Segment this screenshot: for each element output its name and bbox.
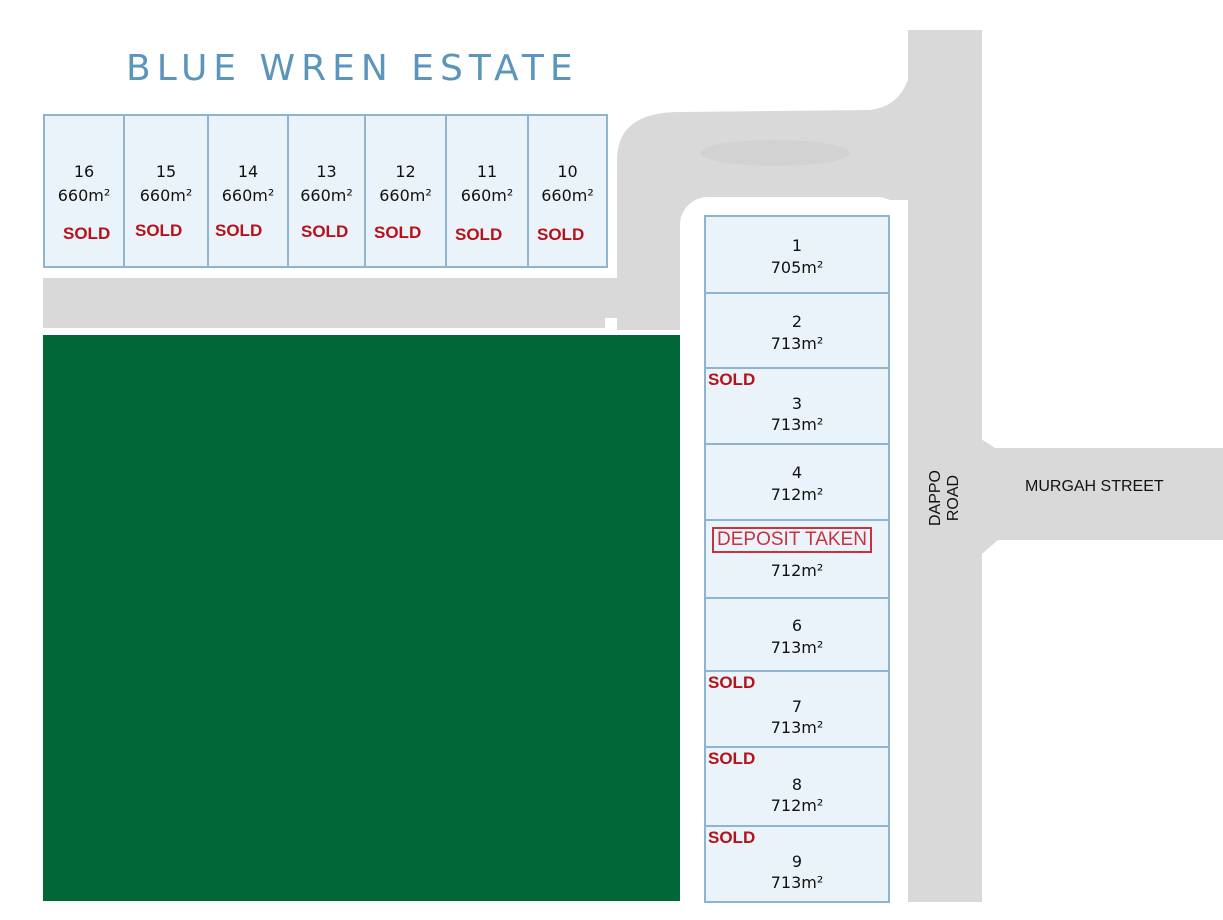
lot-number: 10 [557, 162, 578, 181]
lot-area: 713m² [770, 415, 824, 434]
lot-3[interactable]: 3 713m² SOLD [704, 367, 890, 445]
lot-15[interactable]: 15 660m² SOLD [123, 114, 209, 268]
sold-label: SOLD [537, 225, 585, 244]
lot-area: 713m² [770, 718, 824, 737]
lot-area: 713m² [770, 873, 824, 892]
lot-number: 13 [316, 162, 337, 181]
lot-7[interactable]: 7 713m² SOLD [704, 670, 890, 748]
green-reserve [43, 335, 680, 901]
sold-label: SOLD [135, 221, 183, 240]
sold-label: SOLD [455, 225, 503, 244]
sold-label: SOLD [63, 224, 111, 243]
sold-label: SOLD [301, 222, 349, 241]
lot-area: 660m² [460, 186, 514, 205]
lot-area: 713m² [770, 333, 824, 353]
sold-label: SOLD [215, 221, 263, 240]
lot-number: 11 [476, 162, 498, 181]
lot-10[interactable]: 10 660m² SOLD [527, 114, 608, 268]
lot-area: 660m² [541, 186, 594, 205]
lot-area: 713m² [770, 637, 824, 657]
sold-label: SOLD [708, 828, 756, 847]
lot-9[interactable]: 9 713m² SOLD [704, 825, 890, 903]
murgah-street [975, 435, 1223, 560]
dappo-road-label: DAPPO ROAD [927, 470, 962, 527]
lot-area: 660m² [300, 186, 353, 205]
lot-number: 14 [237, 162, 259, 181]
sold-label: SOLD [708, 673, 756, 692]
lot-area: 660m² [221, 186, 275, 205]
lot-number: 15 [155, 162, 177, 181]
lot-number: 3 [791, 394, 803, 413]
lot-5[interactable]: 712m² DEPOSIT TAKEN [704, 519, 890, 599]
lot-area: 712m² [770, 561, 824, 580]
lot-number: 6 [791, 615, 803, 635]
lot-16[interactable]: 16 660m² SOLD [43, 114, 125, 268]
lot-area: 712m² [770, 485, 824, 504]
lot-number: 1 [791, 235, 803, 255]
lot-number: 4 [791, 463, 803, 482]
lot-number: 7 [791, 697, 803, 716]
lot-number: 8 [791, 774, 803, 794]
deposit-taken-stamp: DEPOSIT TAKEN [712, 527, 872, 553]
lot-13[interactable]: 13 660m² SOLD [287, 114, 366, 268]
murgah-street-label: MURGAH STREET [1025, 478, 1164, 495]
lot-area: 660m² [379, 186, 432, 205]
lot-4[interactable]: 4 712m² [704, 443, 890, 521]
lot-area: 712m² [770, 795, 824, 815]
lot-area: 660m² [139, 186, 193, 205]
lot-number: 9 [791, 852, 803, 871]
sold-label: SOLD [374, 223, 422, 242]
dappo-road [908, 30, 982, 902]
sold-label: SOLD [708, 749, 756, 768]
lot-12[interactable]: 12 660m² SOLD [364, 114, 447, 268]
lot-number: 2 [791, 311, 803, 331]
lot-number: 12 [395, 162, 416, 181]
lot-14[interactable]: 14 660m² SOLD [207, 114, 289, 268]
lot-area: 705m² [770, 257, 824, 277]
lot-area: 660m² [57, 186, 111, 205]
lot-11[interactable]: 11 660m² SOLD [445, 114, 529, 268]
lot-number: 16 [73, 162, 95, 181]
sold-label: SOLD [708, 370, 756, 389]
estate-road-lower [43, 278, 683, 328]
estate-title: BLUE WREN ESTATE [126, 48, 579, 89]
